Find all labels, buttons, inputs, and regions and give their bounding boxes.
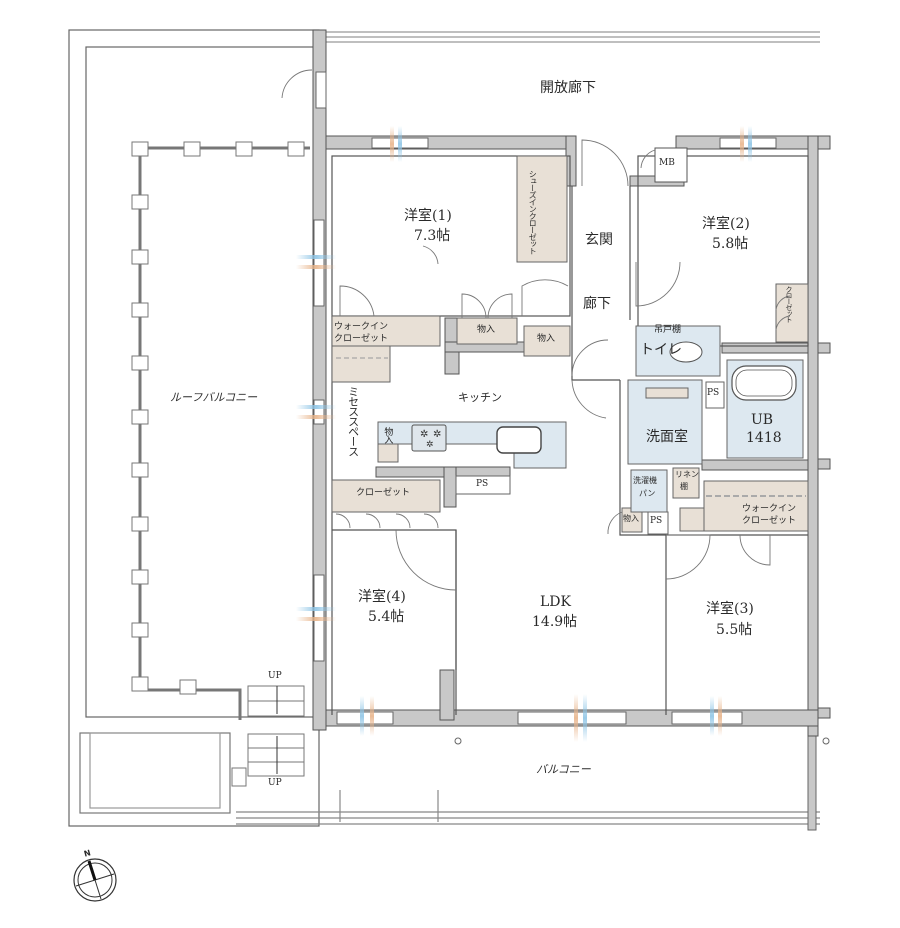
bathtub-icon (731, 365, 797, 401)
toilet-label: トイレ (640, 342, 682, 358)
svg-text:✲: ✲ (433, 429, 441, 440)
linen-shelf-label-line2: 棚 (680, 482, 688, 491)
pipe-space-label: PS (650, 516, 663, 526)
stove-icon: ✲ ✲ ✲ (411, 424, 447, 452)
closet4-label: クローゼット (356, 488, 411, 498)
wic3-label-line2: クローゼット (742, 516, 797, 526)
wic3-label-line1: ウォークイン (742, 504, 797, 514)
washer-pan-label-line1: 洗濯機 (633, 476, 657, 485)
meter-box-label: MB (659, 158, 675, 168)
wic1-top (331, 315, 441, 347)
wic1-bottom (331, 345, 391, 383)
compass-icon (73, 858, 117, 902)
room-western4-name: 洋室(4) (358, 589, 406, 605)
unit-bath-size: 1418 (746, 430, 782, 446)
entrance-label: 玄関 (585, 232, 613, 248)
pipe-space-label: PS (707, 388, 720, 398)
corridor-railing (326, 31, 820, 43)
roof-balcony-area (68, 29, 320, 827)
room-western2-size: 5.8帖 (712, 236, 749, 252)
ps-wash (705, 381, 725, 409)
closet2 (775, 283, 809, 343)
wic1-label-line2: クローゼット (334, 334, 389, 344)
stairs (231, 685, 305, 787)
room-western2-name: 洋室(2) (702, 216, 750, 232)
interior-lines (331, 155, 809, 715)
stair-up-label: UP (268, 778, 282, 788)
storeroom-label: 物入 (537, 334, 556, 344)
storeroom-label: 物入 (477, 325, 496, 335)
hanging-cabinet-label: 吊戸棚 (654, 325, 682, 335)
room-western1-name: 洋室(1) (404, 208, 452, 224)
room-western4-size: 5.4帖 (368, 609, 405, 625)
washer-pan-label-line2: パン (639, 489, 656, 498)
unit-bath-name: UB (751, 412, 774, 428)
storage-areas (331, 155, 809, 533)
sink-icon (496, 426, 542, 454)
kitchen-label: キッチン (458, 391, 502, 404)
svg-text:✲: ✲ (426, 440, 434, 450)
open-corridor-label: 開放廊下 (540, 80, 596, 96)
ps-kitchen (455, 475, 511, 495)
washroom-label: 洗面室 (646, 429, 688, 445)
ps-wash-2 (647, 511, 669, 535)
balcony-railing (236, 790, 820, 825)
room-ldk-size: 14.9帖 (532, 614, 578, 630)
room-western3-size: 5.5帖 (716, 622, 753, 638)
balcony-label: バルコニー (536, 763, 591, 776)
storeroom-2 (523, 325, 571, 357)
toilet-icon (669, 341, 703, 363)
drain-icon (822, 737, 830, 745)
pipe-space-label: PS (476, 479, 489, 489)
svg-text:✲: ✲ (420, 429, 428, 440)
hallway-label: 廊下 (583, 296, 611, 312)
storeroom-label: 物入 (382, 427, 393, 443)
room-western1-size: 7.3帖 (414, 228, 451, 244)
shoe-closet (516, 155, 568, 263)
shoe-closet-label: シューズインクローゼット (528, 170, 538, 254)
closet2-label: クローゼット (785, 286, 794, 322)
linen-shelf (672, 467, 700, 499)
storeroom-1 (456, 317, 518, 345)
room-ldk-name: LDK (540, 594, 571, 610)
linen-shelf-label-line1: リネン (675, 470, 699, 479)
storeroom-label: 物入 (623, 514, 639, 523)
wash-basin (645, 387, 689, 399)
closet4 (331, 479, 441, 513)
roof-balcony-label: ルーフバルコニー (170, 391, 258, 404)
door-swings (281, 69, 791, 591)
room-western3-name: 洋室(3) (706, 601, 754, 617)
stair-up-label: UP (268, 671, 282, 681)
wic3 (703, 480, 809, 532)
drain-icon (454, 737, 462, 745)
airflow-indicators (296, 126, 752, 742)
washer-pan (630, 469, 668, 513)
wic1-label-line1: ウォークイン (334, 322, 389, 332)
mrs-space-label: ミセススペース (346, 386, 360, 456)
meter-box (654, 147, 688, 183)
